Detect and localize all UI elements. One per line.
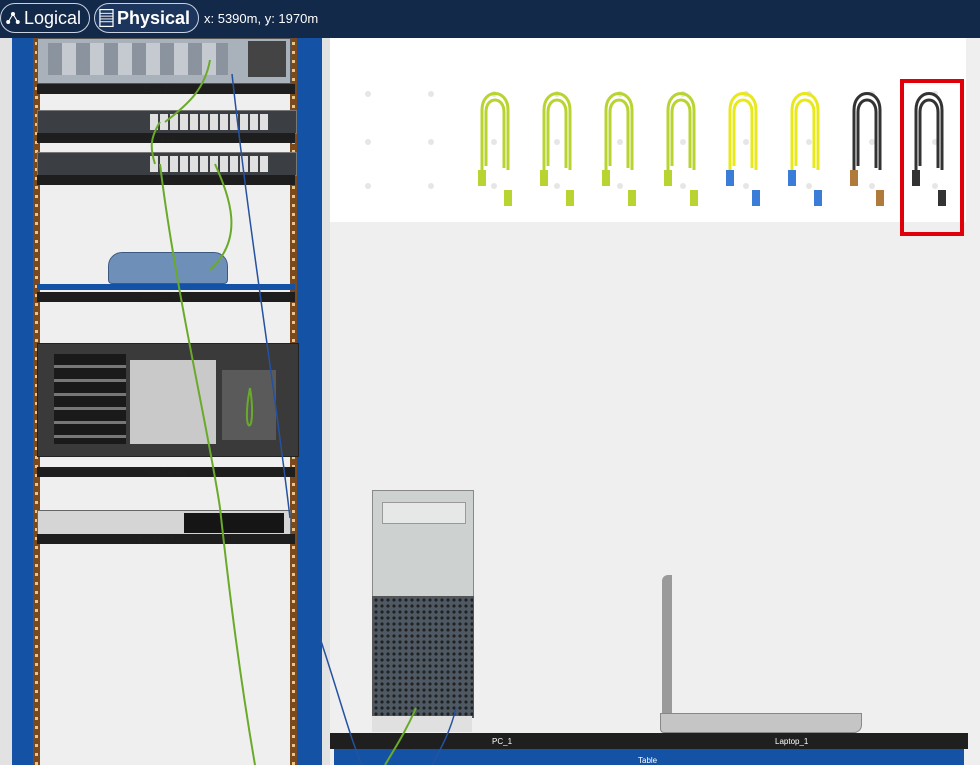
switch-port-block: [150, 156, 270, 172]
physical-view-label: Physical: [116, 7, 190, 28]
device-label-pc: PC_1: [492, 737, 513, 746]
rack-device-webserver[interactable]: [37, 343, 299, 457]
cable-item-fiber[interactable]: [718, 90, 768, 220]
cable-item-copper-straight-through[interactable]: [532, 90, 582, 220]
physical-workspace[interactable]: Edge Router ALS1 ALS2 Access_Point WebSe…: [0, 38, 980, 765]
cable-item-copper-cross-over[interactable]: [594, 90, 644, 220]
cable-coil-icon: [664, 92, 698, 206]
rack-shelf: [37, 284, 295, 290]
logical-topology-icon: [6, 12, 20, 24]
pc-base: [372, 716, 472, 732]
device-label-edge-router: Edge Router: [143, 85, 189, 94]
device-label-backup-router: Backup_Router: [138, 535, 194, 544]
device-label-webserver: WebServer: [146, 468, 186, 477]
cable-coil-icon: [726, 92, 760, 206]
cable-coil-icon: [850, 92, 884, 206]
rack-device-edge-router[interactable]: [37, 38, 291, 84]
drive-bay: [54, 354, 126, 444]
io-panel: [222, 370, 276, 440]
cable-item-coaxial[interactable]: [842, 90, 892, 220]
table-top: [330, 733, 968, 749]
pc-vent-grille: [372, 596, 474, 718]
optical-drive: [382, 502, 466, 524]
device-label-als2: ALS2: [156, 177, 176, 186]
table[interactable]: [334, 749, 964, 765]
physical-rack-icon: [99, 8, 114, 28]
cable-item-copper-cross-over[interactable]: [656, 90, 706, 220]
device-label-laptop: Laptop_1: [775, 737, 809, 746]
coordinate-readout: x: 5390m, y: 1970m: [204, 11, 319, 26]
logical-view-button[interactable]: Logical: [0, 3, 90, 33]
table-label: Table: [638, 756, 658, 765]
cable-coil-icon: [788, 92, 822, 206]
expansion-slots: [130, 360, 216, 444]
laptop-screen: [662, 575, 672, 721]
cable-coil-icon: [540, 92, 574, 206]
selected-cable-highlight: [900, 79, 964, 236]
laptop[interactable]: [660, 575, 862, 733]
pc-tower[interactable]: [372, 490, 474, 732]
switch-port-block: [150, 114, 270, 130]
rack-device-access-point[interactable]: [108, 252, 228, 284]
device-label-access-point: Access_Point: [141, 293, 191, 302]
rack-device-als1[interactable]: [37, 110, 297, 134]
cable-shelf: [330, 38, 966, 222]
cable-item-fiber[interactable]: [780, 90, 830, 220]
logical-view-label: Logical: [23, 7, 81, 28]
laptop-base: [660, 713, 862, 733]
cable-coil-icon: [478, 92, 512, 206]
rack-label-bar: [37, 133, 295, 143]
device-label-als1: ALS1: [156, 134, 176, 143]
cable-coil-icon: [912, 92, 946, 206]
power-supply-module: [248, 41, 286, 77]
cable-coil-icon: [602, 92, 636, 206]
rack-device-backup-router[interactable]: [37, 510, 291, 536]
router-blank-panel: [184, 513, 284, 533]
rack-device-als2[interactable]: [37, 152, 297, 176]
view-toolbar: Logical Physical x: 5390m, y: 1970m: [0, 0, 980, 38]
physical-view-button[interactable]: Physical: [94, 3, 199, 33]
cable-item-copper-straight-through[interactable]: [470, 90, 520, 220]
cable-item-usb[interactable]: [904, 90, 954, 220]
equipment-rack: [0, 38, 330, 765]
